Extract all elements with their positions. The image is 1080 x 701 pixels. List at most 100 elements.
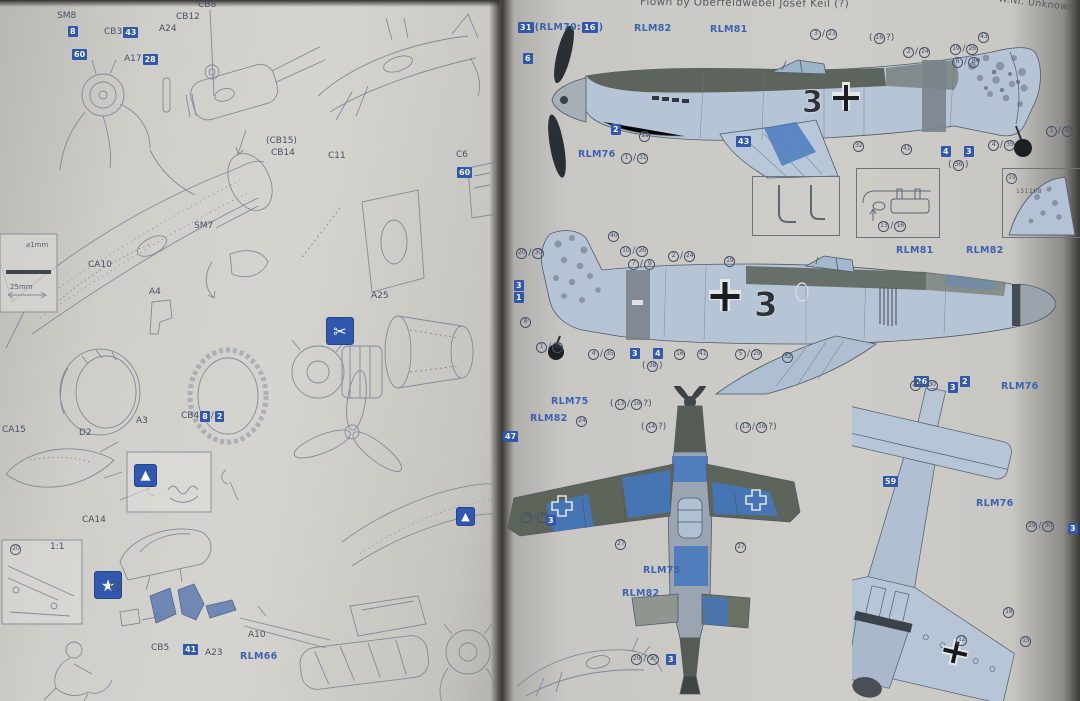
part-callout: A4: [149, 287, 161, 297]
part-callout: 29/30: [910, 380, 938, 391]
part-callout: CA15: [2, 425, 26, 435]
color-label: RLM81: [896, 245, 934, 256]
part-callout: 10/26: [620, 246, 648, 257]
part-callout: 59: [883, 476, 899, 487]
part-callout: 15: [1020, 636, 1032, 647]
part-callout: 151168: [1016, 188, 1042, 195]
part-callout: 6: [523, 53, 533, 64]
part-callout: (13/16?): [610, 399, 652, 410]
part-callout: 1/31: [621, 153, 649, 164]
color-label: RLM76: [976, 498, 1014, 509]
part-callout: 3: [1068, 523, 1078, 534]
color-label: 31(RLM70:16): [518, 21, 604, 33]
part-callout: 32: [853, 141, 865, 152]
part-callout: 1/31: [536, 342, 564, 353]
panel-drawing: [862, 188, 931, 221]
part-callout: A24: [159, 24, 177, 34]
part-callout: 1/31: [1046, 126, 1074, 137]
part-callout: 16: [674, 349, 686, 360]
part-callout: 17: [110, 581, 122, 592]
part-callout: (CB15): [266, 136, 297, 146]
svg-text:3: 3: [802, 85, 823, 120]
part-callout: 4/35: [988, 140, 1016, 151]
part-callout: 25mm: [10, 283, 33, 291]
part-callout: 4/35: [588, 349, 616, 360]
part-callout: 41: [697, 349, 709, 360]
part-callout: 1:1: [50, 542, 65, 552]
part-callout: (13/16?): [735, 422, 777, 433]
part-callout: 29/30: [521, 512, 549, 523]
color-label: RLM82: [530, 413, 568, 424]
part-callout: SM8: [57, 11, 77, 21]
part-callout: (36): [948, 160, 969, 171]
part-callout: 27: [615, 539, 627, 550]
part-callout: 2/24: [668, 251, 696, 262]
part-callout: 43: [736, 136, 752, 147]
part-callout: 3: [514, 280, 524, 291]
part-callout: 20: [10, 544, 22, 555]
part-callout: 19/26: [950, 44, 978, 55]
part-callout: 27: [735, 542, 747, 553]
part-callout: 13/16: [878, 221, 906, 232]
part-callout: SM7: [194, 221, 214, 231]
part-callout: 1: [514, 292, 524, 303]
color-label: RLM82: [966, 245, 1004, 256]
part-callout: 3: [948, 382, 958, 393]
part-callout: C6: [456, 150, 469, 160]
part-callout: 20/30: [516, 248, 544, 259]
part-callout: 60: [72, 49, 88, 60]
part-callout: 2/24: [903, 47, 931, 58]
color-label: RLM75: [551, 396, 589, 407]
part-callout: 8: [68, 26, 78, 37]
part-callout: 18: [1003, 607, 1015, 618]
part-callout: 41: [183, 644, 199, 655]
part-callout: 8: [520, 317, 531, 328]
profile-starboard-illustration: 3: [548, 26, 1041, 179]
color-label: RLM76: [1001, 381, 1039, 392]
part-callout: 7/9: [628, 259, 656, 270]
detail-box-panel: [856, 168, 940, 238]
part-callout: 29/30: [1026, 521, 1054, 532]
detail-box-u-parts: [752, 176, 840, 236]
assembly-line-art: [0, 9, 496, 701]
part-callout: 24: [576, 416, 588, 427]
part-callout: 2: [611, 124, 621, 135]
part-callout: A3: [136, 416, 148, 426]
part-callout: CB14: [271, 148, 295, 158]
part-callout: D2: [79, 428, 92, 438]
part-callout: 19: [1006, 173, 1018, 184]
color-label: RLM81: [710, 24, 748, 35]
underside-view-illustration: [852, 388, 1015, 701]
color-label: RLM75: [643, 565, 681, 576]
attach-icon: ▲: [456, 507, 475, 526]
part-callout: 3: [964, 146, 974, 157]
part-callout: CB12: [176, 12, 200, 22]
part-callout: 4: [653, 348, 663, 359]
part-callout: A23: [205, 648, 223, 658]
part-callout: 60: [457, 167, 473, 178]
part-callout: 26: [914, 376, 930, 387]
part-callout: CA10: [88, 260, 112, 270]
top-view-illustration: [507, 386, 801, 695]
svg-text:3: 3: [754, 285, 778, 325]
part-callout: (16?): [869, 33, 895, 44]
profile-port-illustration: 3: [541, 230, 1057, 395]
color-label: RLM82: [634, 23, 672, 34]
part-callout: 3: [666, 654, 676, 665]
part-callout: 11: [639, 131, 651, 142]
part-callout: 3: [546, 515, 556, 526]
part-callout: 40: [608, 231, 620, 242]
u-parts-drawing: [778, 185, 825, 223]
part-callout: (14?): [641, 422, 667, 433]
part-callout: CB8: [198, 0, 217, 10]
part-callout: CB5: [151, 643, 170, 653]
part-callout: 3: [630, 348, 640, 359]
star-icon: ★: [94, 571, 122, 599]
part-callout: C11: [328, 151, 346, 161]
part-callout: 43: [978, 32, 990, 43]
part-callout: 5/29: [735, 349, 763, 360]
left-page-assembly-diagrams: [0, 0, 496, 701]
